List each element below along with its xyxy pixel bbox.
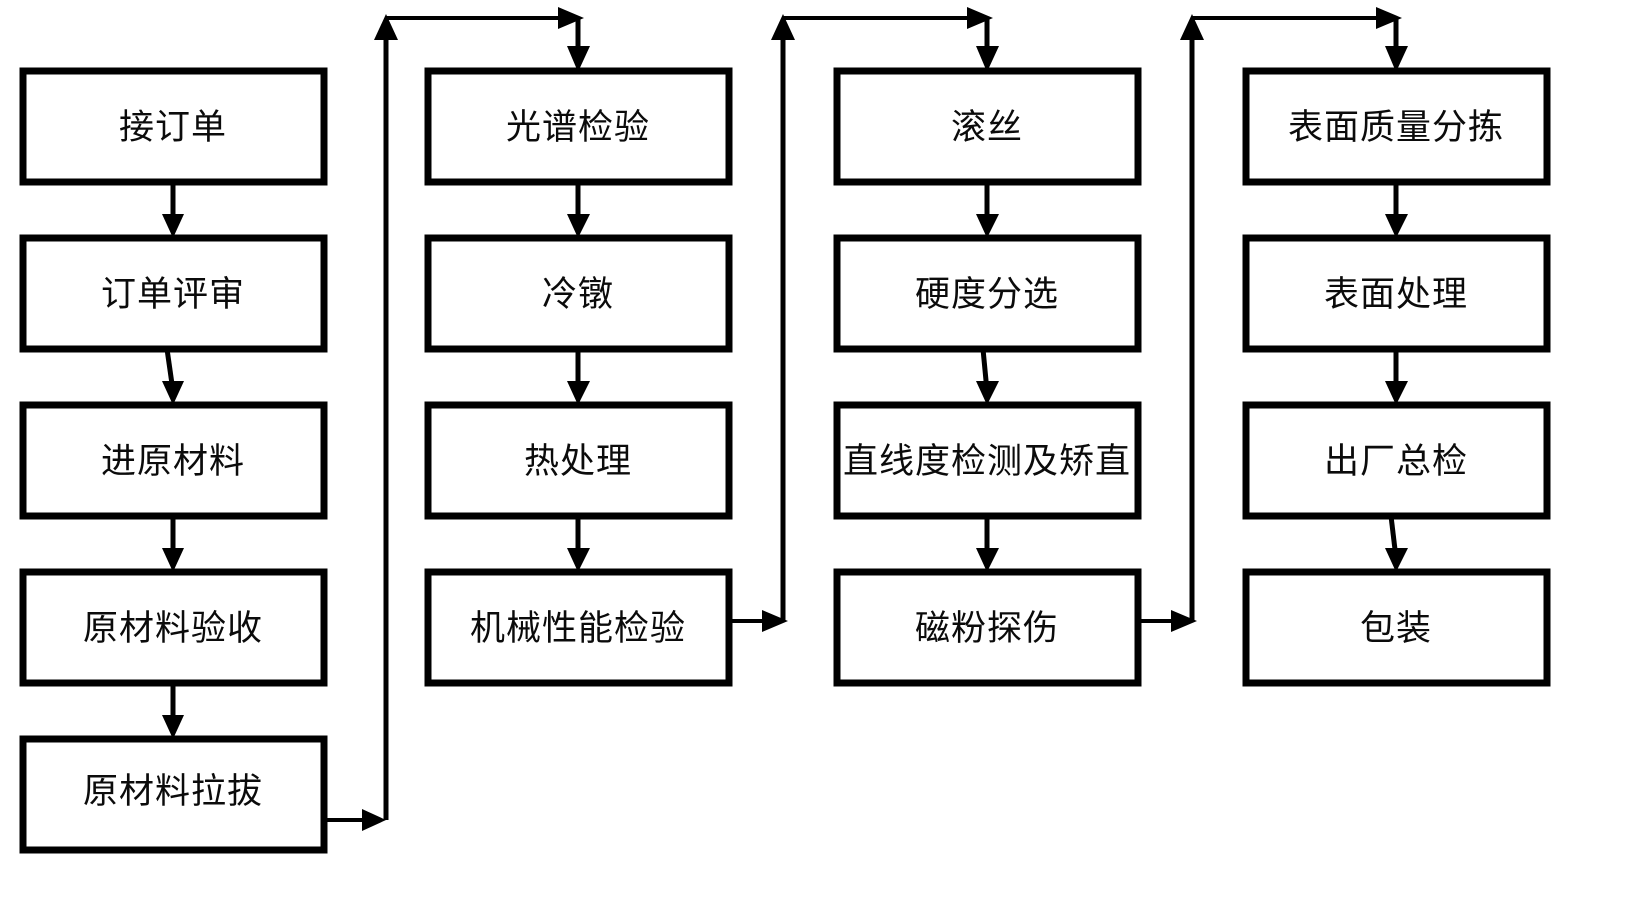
arrowhead-into-n6 <box>567 46 590 72</box>
column-1: 接订单 订单评审 进原材料 原材料验收 <box>19 67 328 854</box>
node-rect-n14[interactable] <box>1242 67 1551 186</box>
arrowhead-n7-n8 <box>567 381 590 405</box>
arrowhead-riser-top-3 <box>1180 14 1204 40</box>
arrowhead-n10-n11 <box>976 214 999 238</box>
node-box[interactable]: 冷镦 <box>424 234 733 353</box>
node-label-n8: 热处理 <box>524 442 632 482</box>
node-label-n17: 包装 <box>1360 609 1432 649</box>
node-rect-n2[interactable] <box>19 234 328 353</box>
node-label-n2: 订单评审 <box>101 275 245 315</box>
arrowhead-top-right-2 <box>967 7 993 29</box>
arrowhead-n11-n12 <box>976 381 999 405</box>
node-label-n14: 表面质量分拣 <box>1288 108 1504 148</box>
arrowhead-top-right-1 <box>558 7 584 29</box>
node-box[interactable]: 订单评审 <box>19 234 328 353</box>
arrowhead-n1-n2 <box>162 214 184 238</box>
node-label-n7: 冷镦 <box>542 275 614 315</box>
node-label-n6: 光谱检验 <box>506 108 650 148</box>
node-box[interactable]: 滚丝 <box>833 67 1142 186</box>
node-box[interactable]: 磁粉探伤 <box>833 568 1142 687</box>
arrowhead-n12-n13 <box>976 548 999 572</box>
arrowhead-n15-n16 <box>1385 381 1408 405</box>
arrowhead-n6-n7 <box>567 214 590 238</box>
node-box[interactable]: 机械性能检验 <box>424 568 733 687</box>
arrowhead-n2-n3 <box>162 381 184 405</box>
column-2: 光谱检验 冷镦 热处理 机械性能检验 <box>424 67 733 687</box>
node-box[interactable]: 原材料验收 <box>19 568 328 687</box>
node-label-n15: 表面处理 <box>1324 275 1468 315</box>
node-box[interactable]: 直线度检测及矫直 <box>833 401 1142 520</box>
arrowhead-into-riser-3 <box>1171 610 1197 632</box>
node-rect-n15[interactable] <box>1242 234 1551 353</box>
node-label-n9: 机械性能检验 <box>470 609 686 649</box>
node-label-n3: 进原材料 <box>101 442 245 482</box>
arrowhead-n3-n4 <box>162 548 184 572</box>
arrowhead-n14-n15 <box>1385 214 1408 238</box>
node-box[interactable]: 接订单 <box>19 67 328 186</box>
node-label-n5: 原材料拉拔 <box>83 772 263 812</box>
arrowhead-n16-n17 <box>1385 548 1408 572</box>
arrowhead-into-riser-1 <box>362 809 386 831</box>
node-rect-n7[interactable] <box>424 234 733 353</box>
node-box[interactable]: 热处理 <box>424 401 733 520</box>
node-label-n13: 磁粉探伤 <box>915 609 1059 649</box>
arrowhead-top-right-3 <box>1376 7 1402 29</box>
arrowhead-into-riser-2 <box>762 610 788 632</box>
node-box[interactable]: 硬度分选 <box>833 234 1142 353</box>
node-label-n4: 原材料验收 <box>83 609 263 649</box>
node-rect-n16[interactable] <box>1242 401 1551 520</box>
node-box[interactable]: 光谱检验 <box>424 67 733 186</box>
node-box[interactable]: 出厂总检 <box>1242 401 1551 520</box>
node-rect-n11[interactable] <box>833 234 1142 353</box>
node-rect-n3[interactable] <box>19 401 328 520</box>
connector-col1-col2 <box>324 7 590 831</box>
arrowhead-n4-n5 <box>162 715 184 739</box>
column-3: 滚丝 硬度分选 直线度检测及矫直 磁粉探伤 <box>833 67 1142 687</box>
node-label-n1: 接订单 <box>119 108 227 148</box>
connector-col2-col3 <box>729 7 999 632</box>
node-box[interactable]: 原材料拉拔 <box>19 735 328 854</box>
arrowhead-riser-top-2 <box>771 14 795 40</box>
node-label-n16: 出厂总检 <box>1324 442 1468 482</box>
arrowhead-into-n14 <box>1385 46 1408 72</box>
node-rect-n8[interactable] <box>424 401 733 520</box>
arrowhead-into-n10 <box>976 46 999 72</box>
node-rect-n5[interactable] <box>19 735 328 854</box>
node-box[interactable]: 表面质量分拣 <box>1242 67 1551 186</box>
node-rect-n9[interactable] <box>424 568 733 687</box>
node-rect-n17[interactable] <box>1242 568 1551 687</box>
node-box[interactable]: 表面处理 <box>1242 234 1551 353</box>
node-label-n10: 滚丝 <box>951 108 1023 148</box>
node-box[interactable]: 包装 <box>1242 568 1551 687</box>
node-box[interactable]: 进原材料 <box>19 401 328 520</box>
arrowhead-n8-n9 <box>567 548 590 572</box>
node-label-n12: 直线度检测及矫直 <box>843 442 1131 482</box>
connector-col3-col4 <box>1138 7 1408 632</box>
node-label-n11: 硬度分选 <box>915 275 1059 315</box>
node-rect-n13[interactable] <box>833 568 1142 687</box>
column-4: 表面质量分拣 表面处理 出厂总检 包装 <box>1242 67 1551 687</box>
arrowhead-riser-top-1 <box>374 14 398 40</box>
